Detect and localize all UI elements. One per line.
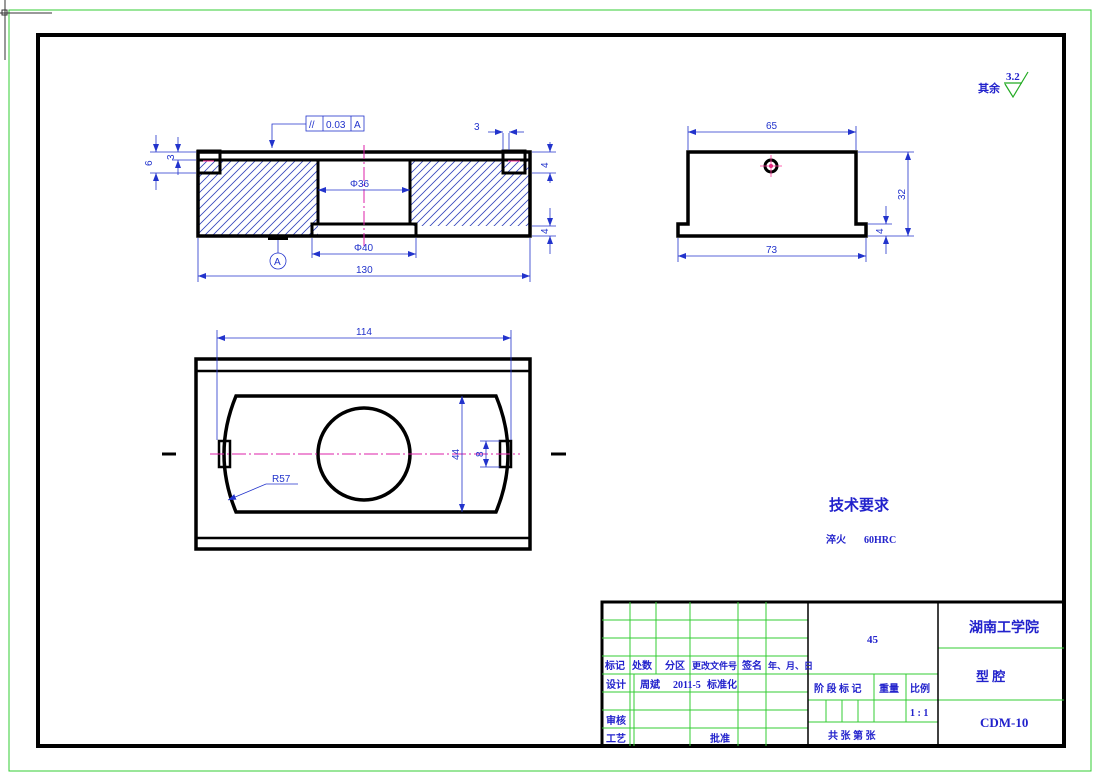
design-label: 设计: [606, 678, 626, 691]
hatch-left: [198, 160, 318, 236]
dim-4-upper: 4: [540, 162, 551, 168]
rev-header-4: 签名: [741, 659, 762, 672]
stage-label: 阶 段 标 记: [814, 682, 862, 695]
rev-header-1: 处数: [631, 659, 653, 672]
dim-65: 65: [766, 121, 778, 132]
rev-header-2: 分区: [665, 659, 685, 672]
notes-title: 技术要求: [829, 496, 890, 514]
rev-header-3: 更改文件号: [692, 660, 737, 671]
tolerance-frame: // 0.03 A: [269, 115, 365, 148]
dim-114: 114: [356, 327, 372, 338]
approve-label: 批准: [710, 732, 730, 745]
dim-6-left: 6: [144, 160, 155, 166]
dim-40: Φ40: [354, 243, 374, 254]
rev-header-5: 年、月、日: [768, 660, 813, 671]
rev-header-0: 标记: [604, 659, 625, 672]
notes-item-quench: 淬火: [826, 533, 847, 546]
top-view: 114 44 8 R57: [162, 327, 566, 551]
sheet-label: 共 张 第 张: [828, 729, 876, 742]
dim-bore: Φ36: [350, 179, 370, 190]
scale-label: 比例: [910, 682, 930, 695]
designer-name: 周斌: [640, 678, 660, 691]
weight-label: 重量: [879, 682, 899, 695]
surface-value: 3.2: [1006, 71, 1020, 83]
check-label: 审核: [606, 714, 626, 727]
process-label: 工艺: [606, 732, 626, 745]
school-name: 湖南工学院: [969, 619, 1039, 636]
standardization-label: 标准化: [706, 678, 737, 691]
dim-4-side: 4: [875, 228, 886, 234]
front-section-view: A // 0.03 A 3 6 3 4: [144, 115, 556, 282]
dim-3-left: 3: [166, 154, 177, 160]
part-name: 型 腔: [976, 669, 1005, 684]
drawing-frame: [36, 33, 1066, 748]
surface-label: 其余: [978, 81, 1001, 95]
dim-44: 44: [451, 448, 462, 460]
drawing-number: CDM-10: [980, 715, 1028, 730]
tolerance-symbol: //: [309, 120, 315, 131]
dim-73: 73: [766, 245, 778, 256]
corner-mark: [1, 9, 8, 16]
tolerance-value: 0.03: [326, 120, 346, 131]
tolerance-datum: A: [354, 120, 361, 131]
scale: 1 : 1: [910, 708, 928, 719]
dim-4-lower: 4: [540, 228, 551, 234]
sheet-border: [8, 9, 1092, 772]
side-view: 65 73 32 4: [676, 121, 914, 262]
surface-roughness-symbol: 其余 3.2: [978, 71, 1029, 99]
dim-32: 32: [897, 188, 908, 200]
notes-item-hardness: 60HRC: [864, 535, 896, 546]
dim-r57: R57: [272, 474, 291, 485]
datum-label: A: [274, 257, 281, 268]
hatch-right: [410, 160, 530, 226]
title-block: 湖南工学院 型 腔 CDM-10 45 1 : 1 标记 处数 分区 更改文件号…: [600, 600, 1066, 748]
dim-130: 130: [356, 265, 373, 276]
technical-notes: 技术要求 淬火 60HRC: [826, 496, 896, 546]
dim-3-top: 3: [474, 122, 480, 133]
dim-8: 8: [475, 451, 486, 457]
design-date: 2011-5: [673, 680, 701, 691]
datum-circle: [269, 252, 287, 270]
material: 45: [867, 634, 879, 646]
